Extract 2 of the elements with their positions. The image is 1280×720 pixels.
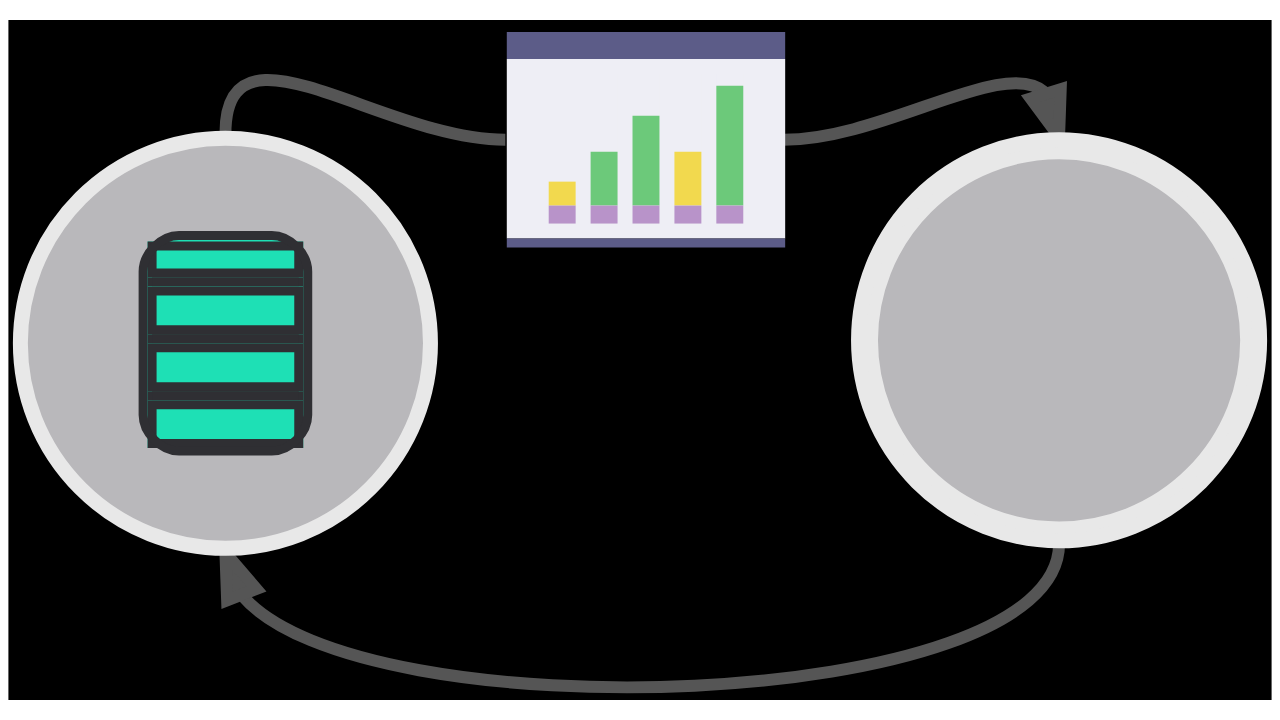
node-circle [851, 132, 1268, 549]
node-picture [12, 130, 438, 556]
